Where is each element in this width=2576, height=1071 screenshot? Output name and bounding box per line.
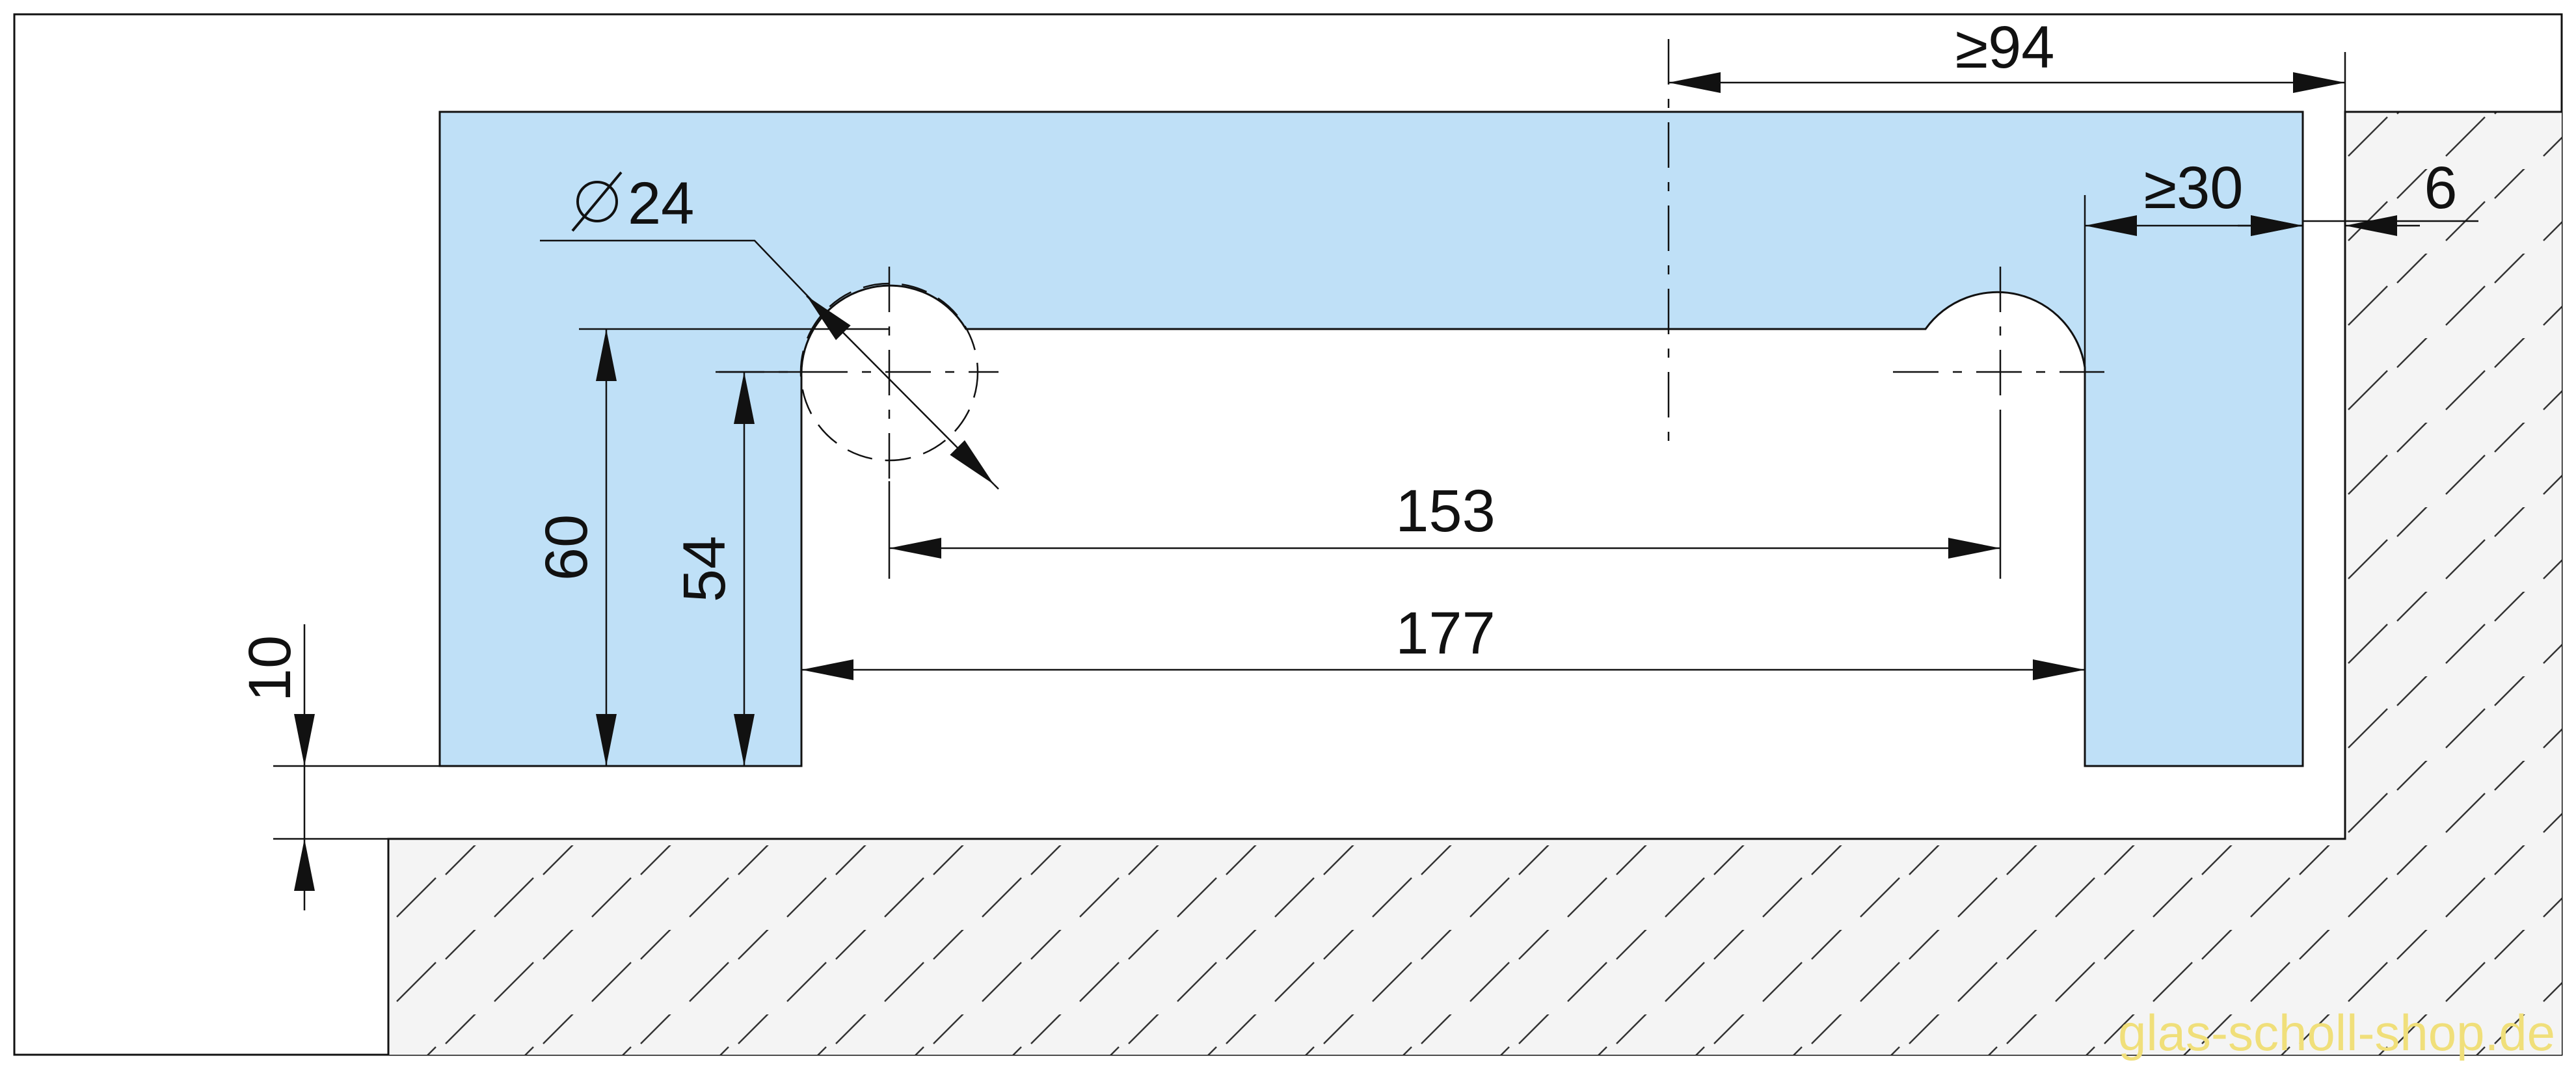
dim-width-min-right: ≥94 xyxy=(1955,14,2055,81)
glass-panel xyxy=(438,111,2304,767)
dim-base-offset: 10 xyxy=(237,635,303,702)
watermark: glas-scholl-shop.de xyxy=(2118,1004,2555,1061)
dimension-lines xyxy=(294,72,2420,910)
wall-section-hatch-pattern xyxy=(388,112,2562,1055)
wall-outline xyxy=(387,111,2562,1055)
dim-width-min-small: ≥30 xyxy=(2144,155,2244,221)
dim-height-outer: 60 xyxy=(533,514,600,581)
dim-hole-diameter: 24 xyxy=(628,170,694,237)
dim-height-inner: 54 xyxy=(671,536,738,602)
diameter-symbol-icon xyxy=(571,171,623,232)
dim-cutout-width: 177 xyxy=(1395,600,1496,667)
dim-hole-spacing: 153 xyxy=(1395,478,1496,544)
dim-gap: 6 xyxy=(2424,155,2457,221)
